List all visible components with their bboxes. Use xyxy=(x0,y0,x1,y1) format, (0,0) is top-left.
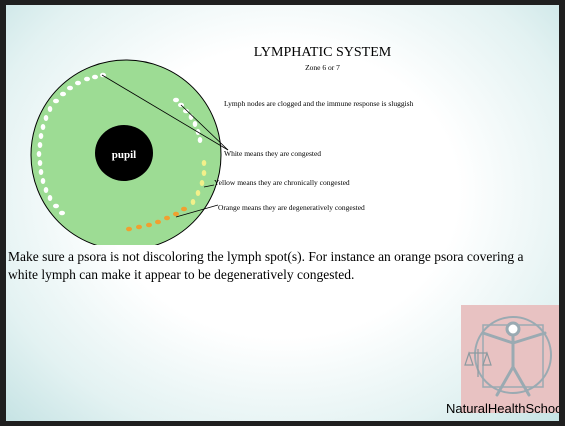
annotation-white: White means they are congested xyxy=(224,149,321,158)
footer-text: NaturalHealthSchools.org xyxy=(446,401,559,416)
vitruvian-man-scales-icon xyxy=(461,305,559,413)
annotation-orange: Orange means they are degeneratively con… xyxy=(218,203,365,212)
annotation-yellow: Yellow means they are chronically conges… xyxy=(214,178,350,187)
body-text: Make sure a psora is not discoloring the… xyxy=(8,248,556,284)
iris-diagram: pupil xyxy=(6,5,559,245)
pupil-label: pupil xyxy=(112,149,136,161)
slide: LYMPHATIC SYSTEM Zone 6 or 7 pupil xyxy=(6,5,559,421)
annotation-clogged: Lymph nodes are clogged and the immune r… xyxy=(224,99,414,108)
